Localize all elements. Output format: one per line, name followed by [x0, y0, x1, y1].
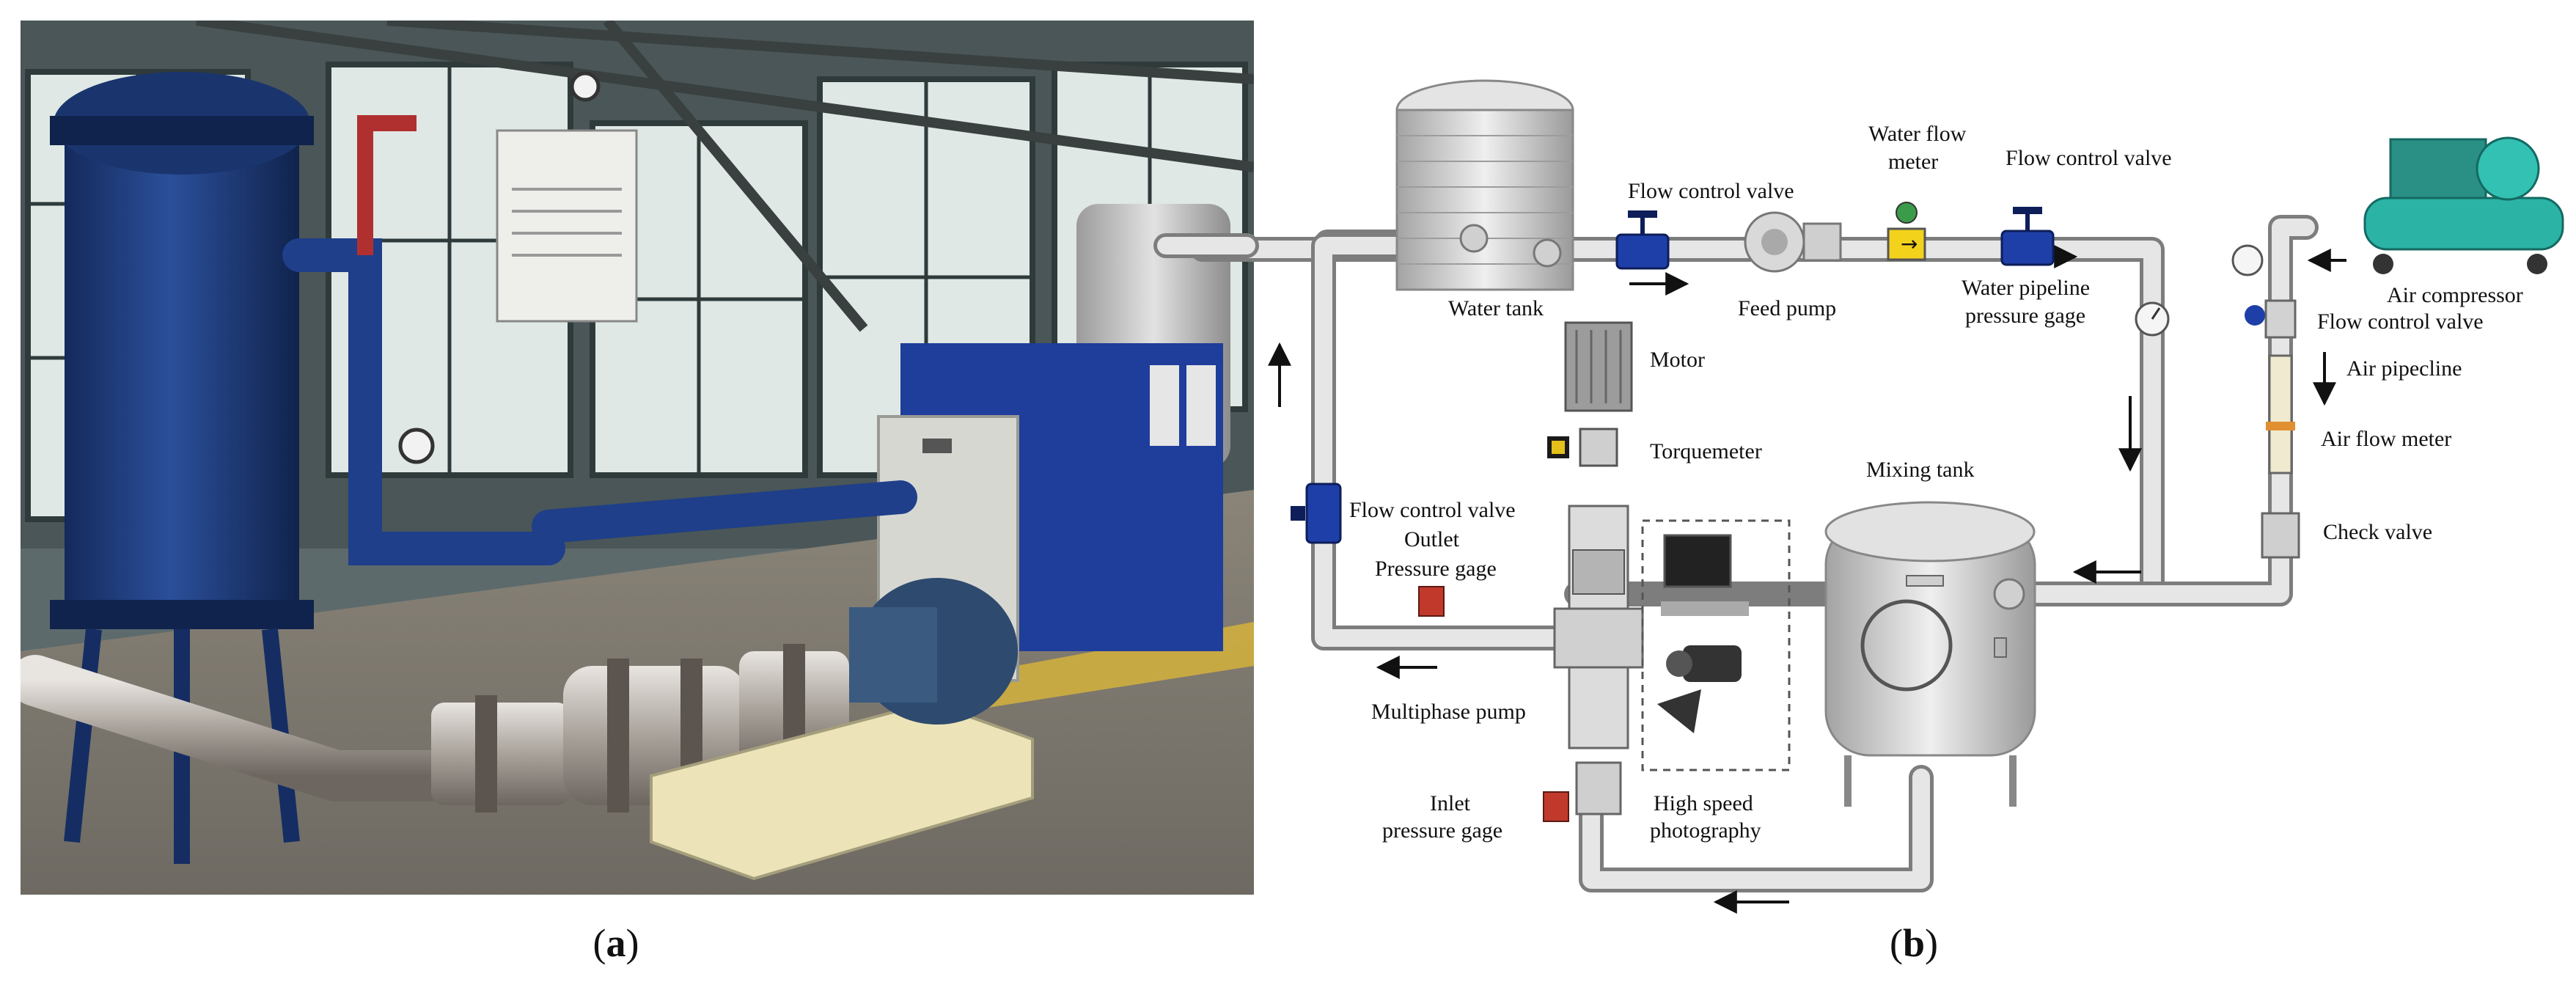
label-flow-control-valve-top-right: Flow control valve: [2006, 146, 2172, 170]
caption-a-open: (: [592, 921, 606, 965]
caption-a: (a): [543, 920, 689, 966]
caption-b-close: ): [1925, 921, 1938, 965]
water-tank: [1395, 79, 1574, 291]
label-flow-control-valve-left: Flow control valve: [1349, 498, 1516, 522]
caption-a-close: ): [625, 921, 639, 965]
motor: [1564, 321, 1633, 412]
label-outlet-1: Outlet: [1404, 527, 1460, 551]
label-high-speed-1: High speed: [1654, 791, 1753, 815]
label-check-valve: Check valve: [2323, 520, 2432, 544]
air-flow-meter: [2266, 354, 2295, 474]
outlet-pressure-gage: [1418, 586, 1445, 617]
caption-b-open: (: [1889, 921, 1903, 965]
label-air-flow-meter: Air flow meter: [2321, 427, 2451, 451]
mixing-tank: [1824, 501, 2036, 807]
check-valve: [2261, 512, 2300, 559]
high-speed-photography-box: [1641, 519, 1791, 771]
label-motor: Motor: [1650, 348, 1705, 372]
label-mixing-tank: Mixing tank: [1866, 458, 1975, 482]
label-inlet-1: Inlet: [1430, 791, 1471, 815]
flow-control-valve-left: [1291, 483, 1342, 544]
water-flow-meter: →: [1887, 202, 1926, 261]
label-multiphase-pump: Multiphase pump: [1371, 700, 1526, 724]
pipe-network: [1153, 215, 2319, 892]
caption-a-letter: a: [606, 921, 626, 965]
monitor-icon: [1663, 534, 1732, 588]
label-flow-control-valve-air: Flow control valve: [2317, 309, 2484, 334]
flow-control-valve-top-left: [1615, 210, 1670, 270]
label-torquemeter: Torquemeter: [1650, 439, 1762, 463]
label-air-compressor: Air compressor: [2387, 283, 2523, 307]
label-feed-pump: Feed pump: [1738, 296, 1836, 320]
label-air-pipeline: Air pipecline: [2346, 356, 2462, 381]
label-high-speed-2: photography: [1650, 818, 1761, 843]
svg-text:→: →: [1901, 232, 1918, 256]
camera-icon: [1683, 645, 1742, 682]
water-pipeline-pressure-gage: [2135, 301, 2170, 337]
label-outlet-2: Pressure gage: [1375, 557, 1497, 581]
air-compressor: [2363, 136, 2564, 274]
inlet-pressure-gage: [1543, 791, 1569, 822]
label-water-flow-meter-2: meter: [1888, 150, 1938, 174]
flow-control-valve-air: [2245, 299, 2297, 339]
panel-a-photo: [21, 21, 1254, 895]
label-flow-control-valve-top-left: Flow control valve: [1628, 179, 1794, 203]
photo-separator-vessel: [65, 109, 299, 629]
keyboard-icon: [1661, 601, 1749, 616]
feed-pump: [1744, 211, 1842, 273]
caption-b-letter: b: [1902, 921, 1926, 965]
caption-b: (b): [1841, 920, 1987, 966]
air-pressure-gage: [2231, 244, 2264, 276]
label-water-pipeline-1: Water pipeline: [1962, 276, 2090, 300]
light-icon: [1657, 689, 1701, 733]
label-water-pipeline-2: pressure gage: [1965, 304, 2085, 328]
multiphase-pump: [1553, 505, 1644, 815]
label-water-flow-meter-1: Water flow: [1868, 122, 1967, 146]
label-inlet-2: pressure gage: [1382, 818, 1502, 843]
photo-steel-pipe: [21, 655, 457, 802]
torquemeter: [1547, 428, 1618, 467]
flow-control-valve-top-right: [2000, 207, 2055, 266]
label-water-tank: Water tank: [1448, 296, 1544, 320]
